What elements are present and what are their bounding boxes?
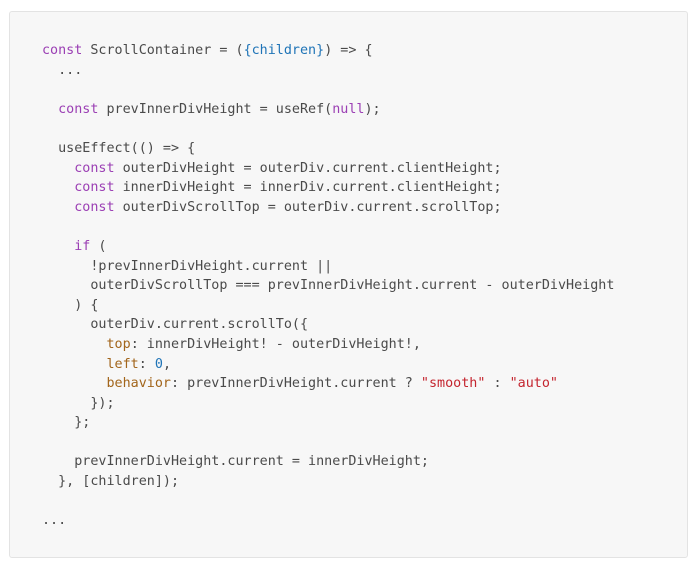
code-line: }); — [42, 394, 614, 414]
code-token-kw: const — [42, 43, 83, 58]
code-token-pl: : innerDivHeight! - outerDivHeight!, — [130, 336, 421, 352]
code-block: const ScrollContainer = ({children}) => … — [9, 11, 688, 558]
code-line: const innerDivHeight = innerDiv.current.… — [42, 178, 614, 198]
code-token-pl — [42, 102, 58, 117]
code-token-pl — [42, 161, 74, 176]
code-token-lit: 0 — [154, 356, 163, 372]
code-listing: const ScrollContainer = ({children}) => … — [42, 41, 614, 531]
code-token-pl: ); — [364, 101, 381, 117]
code-token-kw: const — [74, 180, 115, 196]
code-token-kw: const — [74, 160, 115, 176]
code-token-pl: prevInnerDivHeight = useRef( — [98, 101, 333, 117]
code-token-kw: null — [332, 101, 365, 117]
code-token-kw: const — [58, 101, 99, 117]
code-token-pl: : — [138, 356, 155, 372]
code-line: !prevInnerDivHeight.current || — [42, 257, 614, 277]
code-token-str: "auto" — [509, 376, 558, 392]
code-token-lit: {children} — [243, 43, 325, 58]
code-line: ) { — [42, 296, 614, 316]
code-token-pl: ScrollContainer = ( — [82, 43, 244, 58]
code-token-str: "smooth" — [420, 376, 486, 392]
code-token-pl: : — [485, 376, 510, 392]
code-token-pl: ) => { — [324, 43, 373, 58]
code-token-kw: if — [74, 238, 91, 254]
code-token-pl: ... — [42, 62, 83, 78]
code-token-pl: useEffect(() => { — [42, 140, 196, 156]
code-line: }; — [42, 413, 614, 433]
code-line: const outerDivHeight = outerDiv.current.… — [42, 159, 614, 179]
code-token-pl — [42, 180, 74, 195]
code-token-pl: !prevInnerDivHeight.current || — [42, 258, 333, 274]
code-token-pl — [42, 337, 107, 352]
code-token-pl: }); — [42, 395, 115, 411]
code-line — [42, 492, 614, 512]
code-line: prevInnerDivHeight.current = innerDivHei… — [42, 452, 614, 472]
code-token-pl: ( — [90, 238, 107, 254]
code-line — [42, 433, 614, 453]
code-token-pl: : prevInnerDivHeight.current ? — [171, 376, 421, 392]
code-line: top: innerDivHeight! - outerDivHeight!, — [42, 335, 614, 355]
code-token-pl: }; — [42, 415, 91, 431]
code-token-pl: prevInnerDivHeight.current = innerDivHei… — [42, 454, 429, 470]
code-line: useEffect(() => { — [42, 139, 614, 159]
code-token-pl — [42, 239, 74, 254]
code-token-pl: outerDiv.current.scrollTo({ — [42, 317, 309, 333]
code-token-kw: const — [74, 199, 115, 215]
code-line: behavior: prevInnerDivHeight.current ? "… — [42, 374, 614, 394]
code-line: const ScrollContainer = ({children}) => … — [42, 41, 614, 61]
code-token-pl: ... — [42, 513, 67, 529]
code-line: outerDiv.current.scrollTo({ — [42, 315, 614, 335]
code-line: ... — [42, 511, 614, 531]
code-line: const outerDivScrollTop = outerDiv.curre… — [42, 198, 614, 218]
code-line: if ( — [42, 237, 614, 257]
code-token-pl: ) { — [42, 297, 99, 313]
code-line: }, [children]); — [42, 472, 614, 492]
code-line — [42, 80, 614, 100]
code-line: left: 0, — [42, 355, 614, 375]
code-token-pl — [42, 357, 107, 372]
code-line — [42, 217, 614, 237]
code-line: ... — [42, 61, 614, 81]
code-token-pl: innerDivHeight = innerDiv.current.client… — [114, 180, 502, 196]
code-token-prop: top — [106, 336, 131, 352]
code-token-pl — [42, 200, 74, 215]
code-token-pl: outerDivScrollTop = outerDiv.current.scr… — [114, 199, 502, 215]
code-token-pl: , — [162, 356, 171, 372]
code-token-prop: left — [106, 356, 139, 372]
code-token-pl: }, [children]); — [42, 474, 180, 490]
code-line — [42, 119, 614, 139]
code-token-pl: outerDivHeight = outerDiv.current.client… — [114, 160, 502, 176]
code-line: outerDivScrollTop === prevInnerDivHeight… — [42, 276, 614, 296]
code-token-pl: outerDivScrollTop === prevInnerDivHeight… — [42, 278, 615, 294]
code-token-pl — [42, 376, 107, 391]
code-token-prop: behavior — [106, 376, 172, 392]
code-line: const prevInnerDivHeight = useRef(null); — [42, 100, 614, 120]
